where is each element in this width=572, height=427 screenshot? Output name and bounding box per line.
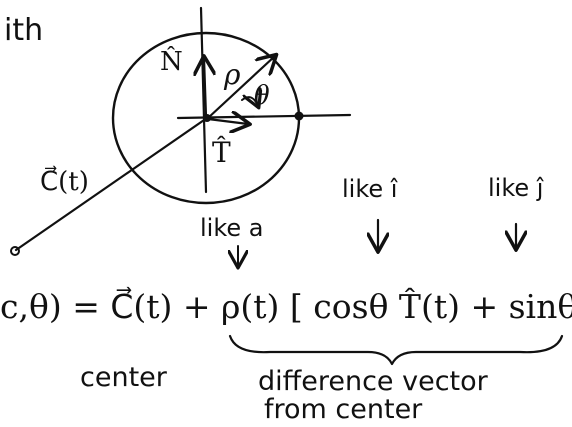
like-i-label: like î [342,175,399,203]
angle-arc [241,97,258,106]
top-word: ith [4,13,43,48]
circle-point [294,111,304,121]
difference-caption-line1: difference vector [258,366,489,397]
like-j-label: like ĵ [488,174,545,202]
origin-point [10,246,20,256]
difference-caption-line2: from center [264,394,423,422]
normal-arrow [204,58,206,118]
theta-label: θ [254,81,270,111]
center-curve-label: C⃗(t) [40,165,89,197]
main-equation: c,θ) = C⃗(t) + ρ(t) [ cosθ T̂(t) + sinθ … [0,286,572,326]
tangent-label: T̂ [212,136,231,169]
tangent-arrow [206,119,248,124]
rho-label: ρ [223,58,241,91]
center-caption: center [80,362,168,393]
radius-arrow [206,56,275,120]
difference-brace [228,334,564,366]
center-vector-line [14,116,209,252]
vertical-axis [199,6,208,194]
like-a-label: like a [200,214,263,242]
normal-label: N̂ [160,46,183,77]
